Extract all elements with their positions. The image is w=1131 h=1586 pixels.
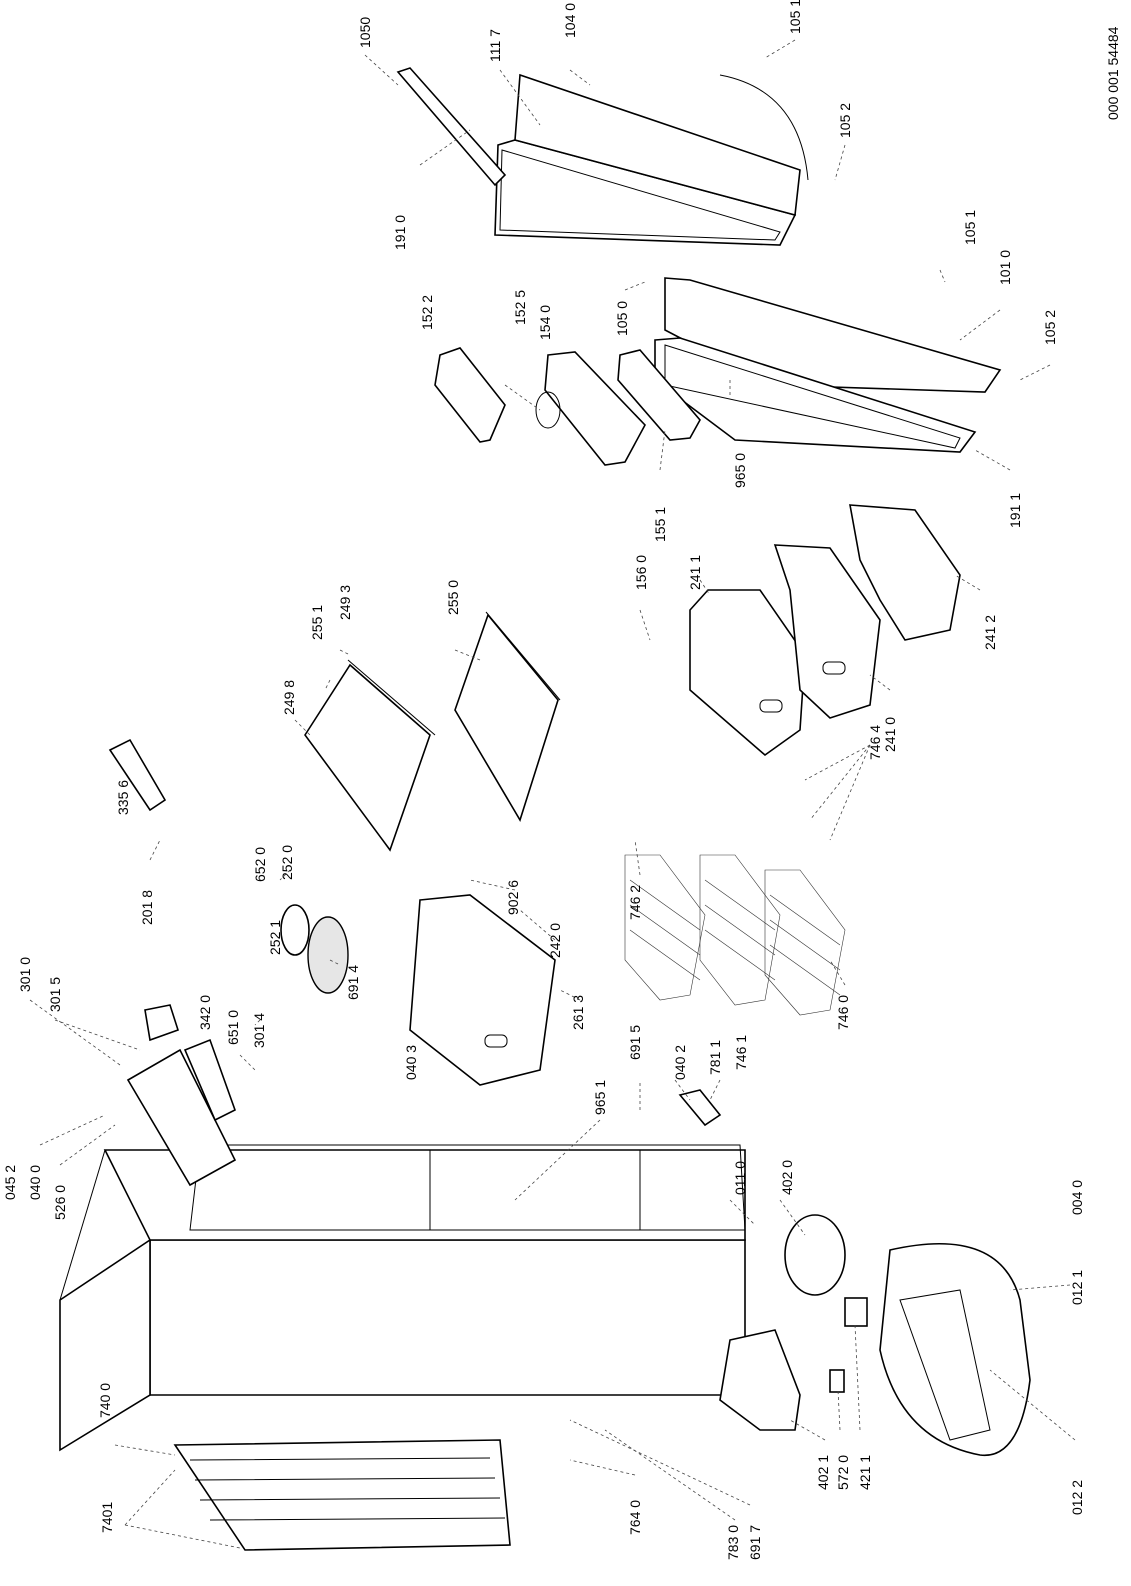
label-7640: 764 0 [627,1500,643,1535]
cabinet [59,1144,746,1452]
wire-shelves [624,854,846,1016]
label-6520: 652 0 [252,847,268,882]
label-7400: 740 0 [97,1383,113,1418]
label-7462: 746 2 [627,885,643,920]
label-7830: 783 0 [725,1525,741,1560]
label-7461: 746 1 [733,1035,749,1070]
document-id: 000 001 54484 [1105,26,1121,120]
label-6510: 651 0 [225,1010,241,1045]
label-2411: 241 1 [687,555,703,590]
label-1050-b: 105 0 [614,301,630,336]
label-0403: 040 3 [403,1045,419,1080]
label-1051-b: 105 1 [962,210,978,245]
label-7464: 746 4 [867,725,883,760]
label-5720: 572 0 [835,1455,851,1490]
rear-cover [719,1329,801,1431]
label-2493: 249 3 [337,585,353,620]
label-1051-a: 105 1 [787,0,803,34]
label-5260: 526 0 [52,1185,68,1220]
label-1052-b: 105 2 [1042,310,1058,345]
label-1050: 1050 [357,17,373,48]
freezer-drawers [689,504,961,757]
label-6917: 691 7 [747,1525,763,1560]
label-1551: 155 1 [652,507,668,542]
label-7811: 781 1 [707,1040,723,1075]
label-1911: 191 1 [1007,493,1023,528]
label-9026: 902 6 [505,880,521,915]
label-2521: 252 1 [267,920,283,955]
condenser [173,1439,511,1551]
label-4021: 402 1 [815,1455,831,1490]
label-9650-a: 965 0 [732,453,748,488]
part-labels: 1050 111 7 104 0 105 1 105 2 191 0 105 1… [2,0,1121,1560]
label-0400: 040 0 [27,1165,43,1200]
label-3015: 301 5 [47,977,63,1012]
leader-lines [29,39,1076,1549]
label-1117: 111 7 [487,29,503,62]
control-panel [126,904,349,1187]
label-2420: 242 0 [547,923,563,958]
label-1540: 154 0 [537,305,553,340]
label-6914: 691 4 [345,965,361,1000]
label-3420: 342 0 [197,995,213,1030]
base-plate-detail [879,1243,1031,1457]
label-2550: 255 0 [445,580,461,615]
upper-door [396,67,809,246]
lower-door [654,277,1002,453]
glass-shelves [304,611,561,852]
label-0040: 004 0 [1069,1180,1085,1215]
label-0402: 040 2 [672,1045,688,1080]
label-2410: 241 0 [882,717,898,752]
hinge-parts [108,738,722,1127]
label-2520: 252 0 [279,845,295,880]
label-2498: 249 8 [281,680,297,715]
label-3010: 301 0 [17,957,33,992]
label-7401: 7401 [99,1502,115,1533]
crisper-drawer [409,894,556,1086]
label-0121: 012 1 [1069,1270,1085,1305]
label-6915: 691 5 [627,1025,643,1060]
parts-drawing [59,67,1031,1551]
label-4020: 402 0 [779,1160,795,1195]
label-3356: 335 6 [115,780,131,815]
label-0452: 045 2 [2,1165,18,1200]
label-7460: 746 0 [835,995,851,1030]
label-0110: 011 0 [732,1161,748,1195]
label-0122: 012 2 [1069,1480,1085,1515]
label-2613: 261 3 [570,995,586,1030]
label-4211: 421 1 [857,1455,873,1490]
label-3014: 301 4 [251,1013,267,1048]
label-1052-a: 105 2 [837,103,853,138]
label-1560: 156 0 [633,555,649,590]
label-9651: 965 1 [592,1080,608,1115]
label-1525: 152 5 [512,290,528,325]
label-1040: 104 0 [562,3,578,38]
compressor [784,1214,868,1393]
label-2551: 255 1 [309,605,325,640]
label-2412: 241 2 [982,615,998,650]
label-1010: 101 0 [997,250,1013,285]
label-2018: 201 8 [139,890,155,925]
door-balconies [434,347,701,466]
label-1522: 152 2 [419,295,435,330]
label-1910: 191 0 [392,215,408,250]
